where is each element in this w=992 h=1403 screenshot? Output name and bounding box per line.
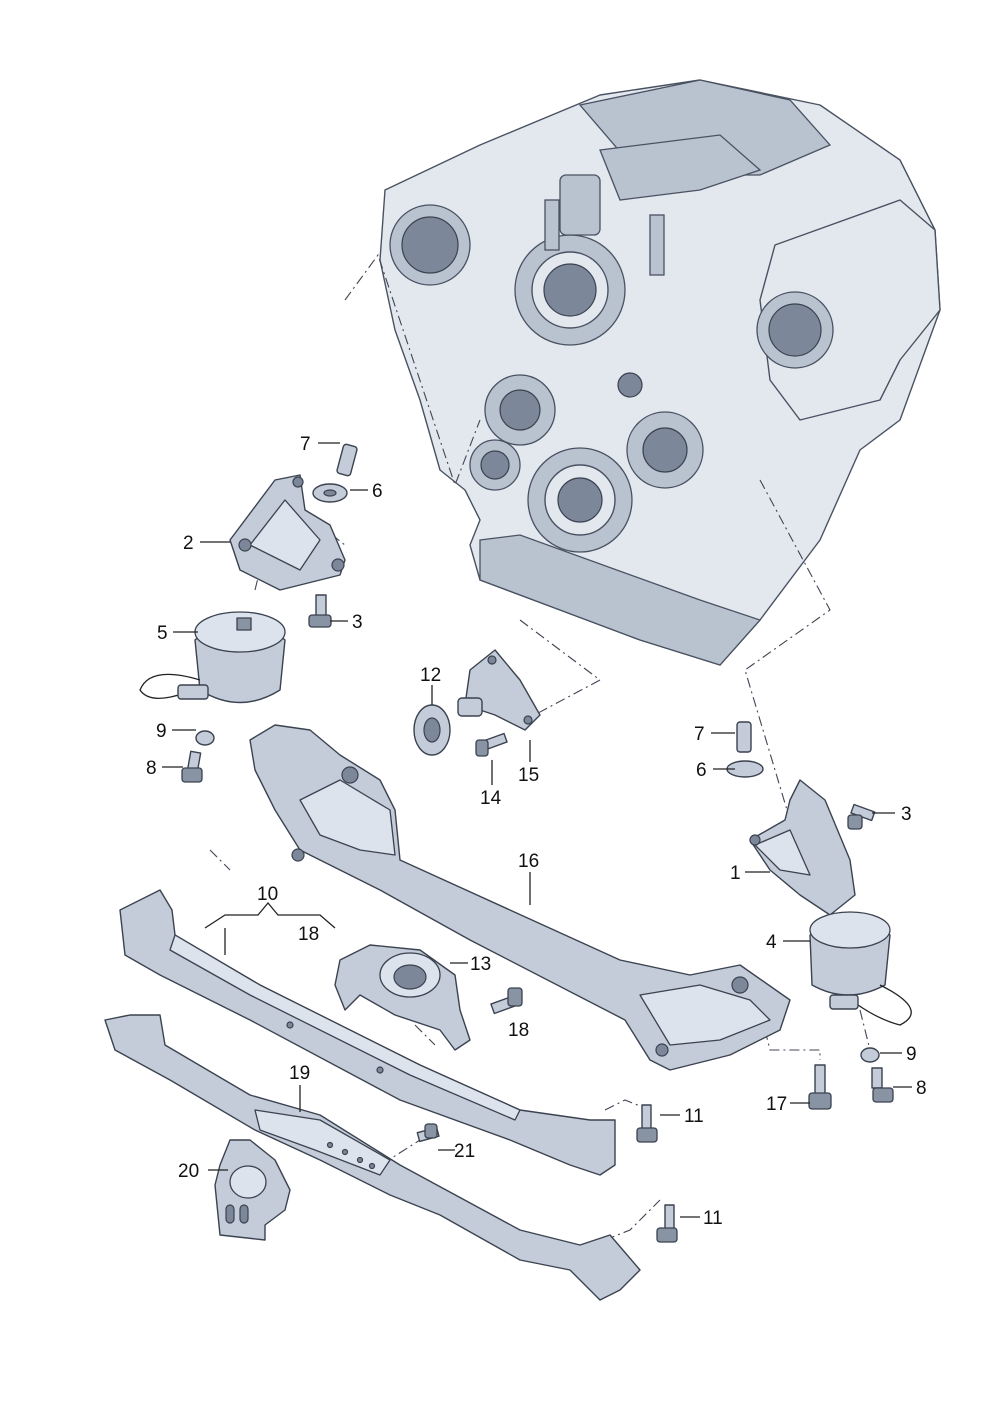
bush-12 bbox=[413, 704, 451, 756]
label-3-right: 3 bbox=[901, 804, 912, 825]
bracket-15 bbox=[457, 649, 541, 731]
stud-7-left bbox=[336, 443, 358, 477]
subframe-16 bbox=[249, 724, 791, 1071]
bolt-14 bbox=[475, 732, 508, 757]
label-19: 19 bbox=[289, 1063, 310, 1084]
label-3-left: 3 bbox=[352, 612, 363, 633]
label-8-left: 8 bbox=[146, 758, 157, 779]
bolt-17 bbox=[808, 1064, 832, 1110]
bolt-8-right bbox=[871, 1067, 894, 1103]
crossmember-10 bbox=[119, 889, 616, 1176]
label-21: 21 bbox=[454, 1141, 475, 1162]
bolt-3-left bbox=[308, 594, 332, 628]
leader-lines bbox=[162, 442, 912, 1218]
label-1: 1 bbox=[730, 863, 741, 884]
mount-20 bbox=[214, 1139, 291, 1241]
label-15: 15 bbox=[518, 765, 539, 786]
label-7-right: 7 bbox=[694, 724, 705, 745]
label-11-lower: 11 bbox=[703, 1208, 723, 1229]
label-6-left: 6 bbox=[372, 481, 383, 502]
label-2: 2 bbox=[183, 533, 194, 554]
label-8-right: 8 bbox=[916, 1078, 927, 1099]
label-9-left: 9 bbox=[156, 721, 167, 742]
label-9-right: 9 bbox=[906, 1044, 917, 1065]
engine-mount-right bbox=[749, 779, 856, 916]
engine-block bbox=[379, 79, 941, 666]
label-10: 10 bbox=[257, 884, 278, 905]
bolt-8-left bbox=[181, 750, 203, 783]
label-14: 14 bbox=[480, 788, 502, 809]
washer-9-left bbox=[195, 730, 215, 746]
washer-6-left bbox=[312, 483, 348, 503]
hydro-mount-right bbox=[809, 911, 912, 1026]
bolt-11-lower bbox=[656, 1204, 678, 1243]
label-13: 13 bbox=[470, 954, 491, 975]
label-16: 16 bbox=[518, 851, 539, 872]
washer-9-right bbox=[860, 1047, 880, 1063]
label-11-upper: 11 bbox=[684, 1106, 704, 1127]
label-18-bolt: 18 bbox=[508, 1020, 529, 1041]
label-5: 5 bbox=[157, 623, 168, 644]
label-4: 4 bbox=[766, 932, 777, 953]
bolt-3-right bbox=[847, 803, 876, 830]
engine-mount-left bbox=[229, 474, 346, 591]
hydro-mount-left bbox=[139, 611, 286, 704]
crossmember-19 bbox=[104, 1014, 641, 1301]
bolt-11-upper bbox=[636, 1104, 658, 1143]
bracket-13 bbox=[334, 944, 471, 1051]
label-7-left: 7 bbox=[300, 434, 311, 455]
label-17: 17 bbox=[766, 1094, 787, 1115]
assembly-guide-lines bbox=[209, 253, 871, 1241]
stud-7-right bbox=[736, 721, 752, 753]
bolt-21 bbox=[416, 1123, 440, 1143]
label-18-top: 18 bbox=[298, 924, 319, 945]
bolt-18 bbox=[490, 987, 523, 1015]
callout-labels: 7 6 2 3 5 9 8 12 14 15 7 6 3 1 4 9 8 17 … bbox=[146, 434, 927, 1229]
label-6-right: 6 bbox=[696, 760, 707, 781]
label-20: 20 bbox=[178, 1161, 199, 1182]
label-12: 12 bbox=[420, 665, 441, 686]
